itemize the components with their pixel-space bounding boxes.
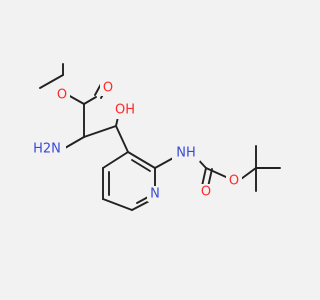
atom-label-oh: OH (115, 103, 135, 118)
nh2-label-bg (28, 140, 66, 158)
n-pyridine-label-bg (147, 186, 163, 202)
bond-c3-ring (115, 125, 129, 153)
bond-o-ether (67, 94, 85, 105)
atom-label-o-ether-right: O (229, 174, 239, 189)
bond-o-tbu (240, 167, 257, 180)
nh-label-bg (172, 144, 200, 162)
bond-carbonyl-o-single (205, 167, 227, 178)
ring-bond-6 (102, 151, 129, 169)
bond-ethyl-1 (39, 74, 64, 89)
bond-c2-n (64, 136, 85, 149)
bond-c2-c3 (83, 125, 117, 138)
ring-double-bond-1 (131, 159, 151, 172)
atom-label-n-pyridine: N (150, 187, 160, 202)
oh-label-bg (112, 101, 138, 119)
bond-carbonyl-o-double-1 (201, 167, 207, 187)
atom-label-o-carbonyl-top: O (103, 81, 113, 96)
atom-label-o-carbonyl-right: O (201, 185, 211, 200)
o-ether-right-label-bg (226, 173, 242, 189)
ring-bond-4 (102, 198, 133, 211)
atom-label-nh2: H2N (33, 142, 61, 157)
o-carbonyl-right-label-bg (198, 184, 214, 200)
o-carbonyl-top-label-bg (100, 80, 116, 96)
bond-ester-c-o (83, 96, 97, 105)
bond-ring-nh (154, 156, 176, 169)
atom-label-o-ether: O (57, 88, 67, 103)
molecule-structure: O O H2N OH NH O O N (28, 63, 281, 211)
atom-label-nh: NH (176, 146, 196, 161)
ring-bond-1 (127, 151, 156, 169)
o-ether-label-bg (54, 87, 70, 103)
